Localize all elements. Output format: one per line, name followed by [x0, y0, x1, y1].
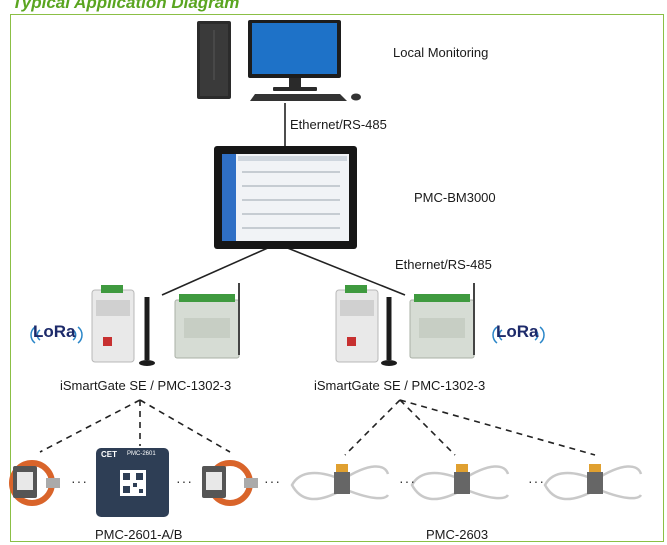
link-panel-gateway-right	[284, 246, 406, 296]
diagram-title: Typical Application Diagram	[12, 0, 240, 12]
device-brand-text: CET	[101, 450, 117, 459]
monitor-icon	[248, 20, 341, 91]
sensor-right-label: PMC-2603	[426, 527, 489, 542]
antenna-icon	[139, 297, 155, 366]
gateway-left-label: iSmartGate SE / PMC-1302-3	[60, 378, 232, 393]
lora-logo-left: LoRa	[33, 322, 76, 341]
ellipsis: ···	[71, 473, 88, 489]
ellipsis: ···	[399, 473, 416, 489]
keyboard-icon	[250, 94, 347, 101]
link-top-label: Ethernet/RS-485	[290, 117, 387, 132]
link-panel-gateway-left	[161, 246, 271, 296]
clamp-sensor-icon	[202, 460, 258, 506]
link-mid-label: Ethernet/RS-485	[395, 257, 492, 272]
wireless-link	[39, 399, 141, 453]
touch-panel-icon	[214, 146, 357, 249]
lora-logo-right: LoRa	[496, 322, 539, 341]
sensor-left-label: PMC-2601-A/B	[95, 527, 183, 542]
wireless-link	[139, 399, 231, 453]
sensor-device-icon	[96, 448, 169, 517]
ellipsis: ···	[264, 473, 281, 489]
ellipsis: ···	[528, 473, 545, 489]
diagram-frame	[10, 14, 664, 542]
lora-wave-icon	[492, 326, 545, 344]
clamp-sensor-icon	[9, 460, 60, 506]
wireless-link	[399, 399, 456, 456]
sensor-hub-icon	[334, 464, 603, 494]
local-monitoring-label: Local Monitoring	[393, 45, 489, 60]
wireless-link	[344, 399, 401, 456]
pc-tower-icon	[197, 21, 231, 99]
io-module-icon	[409, 283, 475, 359]
antenna-icon	[381, 297, 397, 366]
gateway-module-icon	[335, 285, 379, 363]
io-module-icon	[174, 283, 240, 359]
device-model-text: PMC-2601	[127, 451, 156, 457]
panel-label: PMC-BM3000	[414, 190, 496, 205]
gateway-right-label: iSmartGate SE / PMC-1302-3	[314, 378, 486, 393]
gateway-module-icon	[91, 285, 135, 363]
wireless-link	[399, 399, 596, 456]
mouse-icon	[351, 93, 361, 101]
lora-wave-icon	[30, 326, 83, 344]
ellipsis: ···	[176, 473, 193, 489]
